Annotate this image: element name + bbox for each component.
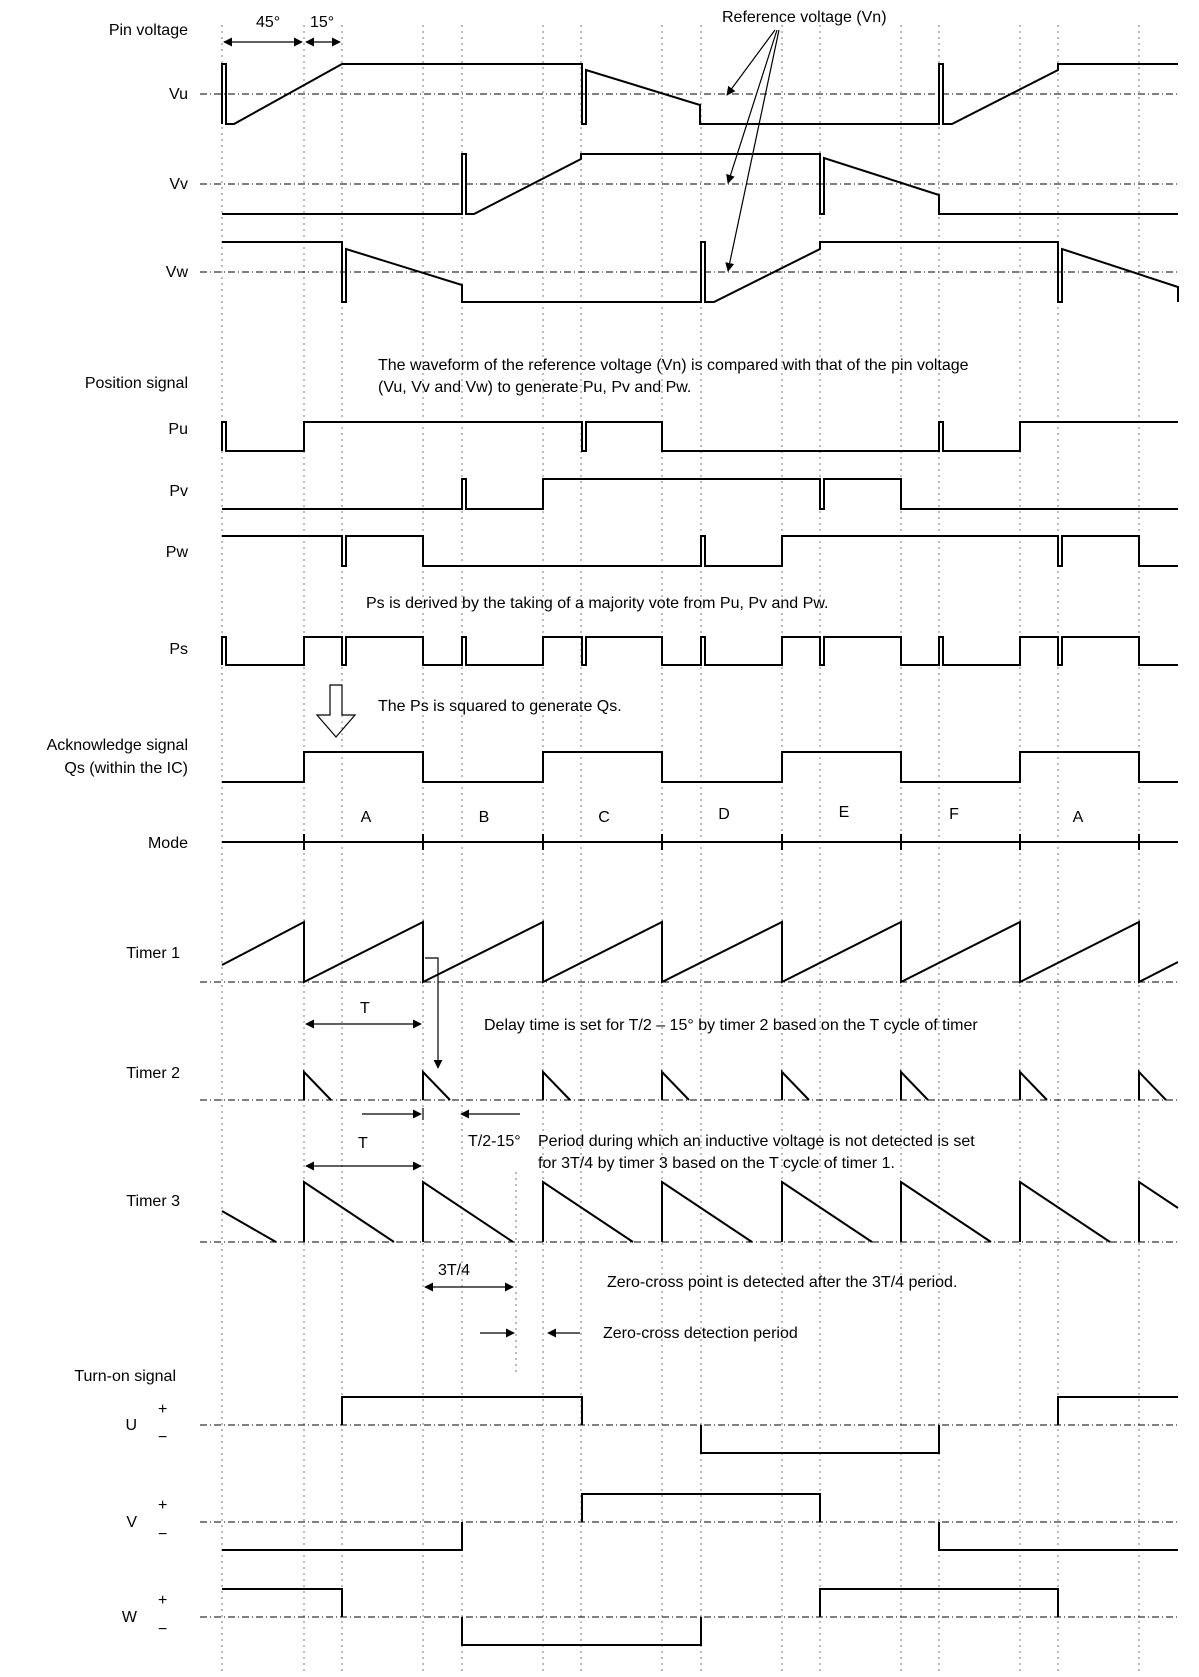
qs-waveform: [222, 751, 1178, 783]
w-label: W: [122, 1609, 138, 1626]
mode-label: F: [949, 806, 959, 823]
pin-voltage-label: Pin voltage: [109, 22, 188, 39]
ps-waveform: [221, 636, 1178, 666]
w-plus-sign: +: [158, 1592, 167, 1609]
compare-text-line1: The waveform of the reference voltage (V…: [378, 357, 969, 374]
vu-waveform: [221, 63, 1178, 125]
timer3-t-label: T: [358, 1135, 368, 1152]
timer1-sawtooth: [221, 920, 1179, 984]
period-text-line1: Period during which an inductive voltage…: [538, 1133, 975, 1150]
timer3-ramps: [221, 1180, 1179, 1243]
reference-voltage-label: Reference voltage (Vn): [722, 9, 887, 26]
pu-label: Pu: [168, 421, 188, 438]
pw-label: Pw: [166, 544, 189, 561]
squaring-down-arrow-icon: [315, 684, 357, 738]
reference-voltage-arrows: [725, 29, 780, 272]
mode-label: A: [361, 809, 372, 826]
mode-axis: [222, 834, 1178, 850]
delay-text: Delay time is set for T/2 – 15° by timer…: [484, 1017, 978, 1034]
v-plus-sign: +: [158, 1497, 167, 1514]
vu-label: Vu: [169, 86, 188, 103]
pv-waveform: [222, 478, 1178, 510]
timer3-label: Timer 3: [126, 1193, 180, 1210]
vw-waveform: [222, 241, 1179, 303]
majority-vote-text: Ps is derived by the taking of a majorit…: [366, 595, 828, 612]
timer1-label: Timer 1: [126, 945, 180, 962]
mode-label: C: [598, 809, 610, 826]
w-minus-sign: −: [158, 1621, 167, 1638]
u-turn-on-waveform: [341, 1396, 1178, 1454]
mode-labels: A B C D E F A: [361, 804, 1084, 826]
position-signal-label: Position signal: [85, 375, 188, 392]
pw-waveform: [222, 535, 1178, 567]
vv-label: Vv: [169, 176, 188, 193]
zero-cross-period-text: Zero-cross detection period: [603, 1325, 798, 1342]
mode-label: B: [479, 809, 490, 826]
u-label: U: [125, 1417, 137, 1434]
mode-label: E: [839, 804, 850, 821]
v-label: V: [126, 1514, 137, 1531]
mode-label: D: [718, 806, 730, 823]
timer1-to-timer2-arrow: [425, 957, 443, 1069]
ps-label: Ps: [169, 641, 188, 658]
zero-cross-after-text: Zero-cross point is detected after the 3…: [607, 1274, 957, 1291]
mode-label: A: [1073, 809, 1084, 826]
vv-waveform: [222, 153, 1178, 215]
squared-text: The Ps is squared to generate Qs.: [378, 698, 622, 715]
w-turn-on-waveform: [222, 1588, 1059, 1646]
t-half-label: T/2-15°: [468, 1133, 521, 1150]
u-minus-sign: −: [158, 1429, 167, 1446]
turn-on-signal-label: Turn-on signal: [74, 1368, 176, 1385]
vw-label: Vw: [166, 264, 189, 281]
angle-45-label: 45°: [256, 14, 280, 31]
pu-waveform: [221, 421, 1178, 452]
period-text-line2: for 3T/4 by timer 3 based on the T cycle…: [538, 1155, 895, 1172]
pv-label: Pv: [169, 483, 188, 500]
timer1-t-label: T: [360, 1000, 370, 1017]
three-quarter-label: 3T/4: [438, 1262, 470, 1279]
compare-text-line2: (Vu, Vv and Vw) to generate Pu, Pv and P…: [378, 379, 691, 396]
angle-15-label: 15°: [310, 14, 334, 31]
ack-signal-label-line1: Acknowledge signal: [47, 737, 188, 754]
ack-signal-label-line2: Qs (within the IC): [64, 760, 188, 777]
v-turn-on-waveform: [222, 1493, 1178, 1551]
u-plus-sign: +: [158, 1401, 167, 1418]
v-minus-sign: −: [158, 1526, 167, 1543]
mode-row-label: Mode: [148, 835, 188, 852]
timer2-label: Timer 2: [126, 1065, 180, 1082]
timer2-pulses: [303, 1069, 1167, 1101]
